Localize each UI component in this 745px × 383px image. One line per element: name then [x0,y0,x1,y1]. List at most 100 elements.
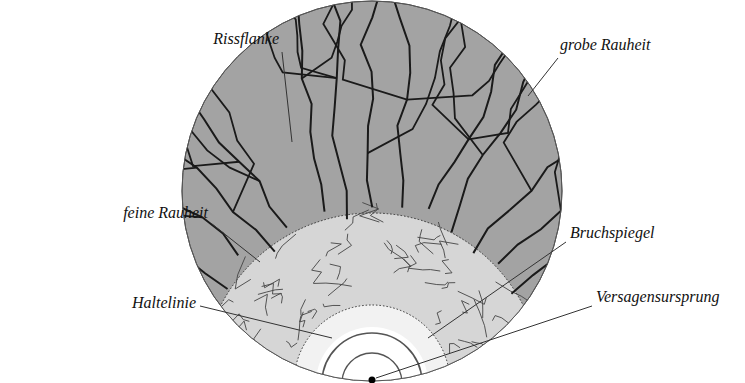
crack-flank [511,184,741,294]
fine-crack [237,361,246,376]
leader-line [282,52,292,142]
fine-crack [269,366,287,379]
crack-flank [542,375,745,383]
crack-flank [626,380,745,383]
crack-flank [368,0,463,153]
fine-crack [235,256,251,289]
fine-crack [262,283,282,294]
fine-crack [254,294,267,315]
crack-flank [391,0,410,208]
crack-flank [0,213,106,300]
fine-region [202,213,542,383]
fine-crack [442,260,452,274]
crack-flank [0,264,150,353]
fine-crack [394,259,411,273]
crack-flank [121,46,260,181]
fine-crack [216,300,234,311]
crack-flank [294,0,325,212]
fine-crack [419,229,433,254]
fine-crack [394,245,408,258]
fine-crack [338,234,352,255]
fine-crack [472,342,491,356]
arrest-line [342,353,402,383]
crack-flank [24,149,228,289]
fine-crack [330,264,341,279]
fine-crack [425,282,448,285]
crack-flank [588,106,687,230]
fine-crack [258,351,269,366]
callout-label: Rissflanke [213,30,279,48]
fine-crack [286,341,297,347]
callout-label: grobe Rauheit [560,36,651,54]
crack-flank [580,164,731,224]
crack-flank [450,0,485,155]
fine-crack [308,309,317,319]
fine-crack [408,255,417,272]
crack-flank [0,260,216,326]
outline [182,1,562,381]
fine-crack [408,268,440,271]
crack-flank [84,77,148,174]
fine-crack [417,235,440,239]
crack-flank [0,310,92,360]
fine-crack [229,325,231,352]
crack-flank [0,346,123,383]
crack-flank [532,186,743,313]
fine-crack [298,312,303,340]
leader-line [212,224,260,262]
crack-flank [0,199,123,239]
fine-crack [263,356,277,367]
fine-crack [328,279,347,296]
leader-line [376,306,592,378]
fine-crack [227,341,234,367]
crack-flank [0,302,205,368]
fine-crack [439,241,458,258]
fine-crack [384,243,411,267]
crack-flank [473,54,633,253]
fine-crack [238,340,255,342]
callout-label: feine Rauheit [123,204,208,222]
fine-crack [492,316,510,325]
crack-flank [62,100,203,217]
fine-crack [435,311,441,325]
origin-dot [369,377,376,383]
crack-flank [407,0,526,100]
crack-flank [646,326,745,383]
crack-flank [0,190,106,300]
callout-label: Haltelinie [132,294,196,312]
fine-crack [312,259,322,283]
crack-flank [150,26,287,227]
crack-flank [323,0,407,100]
crack-flank [451,8,560,233]
crack-flank [129,41,239,167]
mirror-core [316,327,428,383]
fine-crack [458,340,477,348]
fine-crack [313,283,352,286]
fine-crack [326,243,341,256]
fine-crack [415,243,441,253]
fine-crack [271,293,282,303]
arrest-line [322,333,422,383]
fine-crack [442,283,456,289]
leader-line [528,58,558,96]
fine-crack [438,222,447,245]
leader-lines [200,52,592,378]
crack-flank [74,87,197,171]
fine-crack [323,304,340,307]
leader-line [428,242,566,338]
fine-crack [238,342,253,356]
fine-crack [275,234,295,259]
crack-flank [361,0,390,207]
fine-crack [345,210,369,230]
fine-crack [479,290,483,318]
callout-label: Bruchspiegel [570,224,654,242]
fine-crack [462,301,470,313]
crack-flank [330,0,347,219]
crack-flank [537,276,745,351]
fine-crack [264,279,280,288]
mirror-region [294,305,450,383]
callout-label: Versagensursprung [596,288,720,306]
